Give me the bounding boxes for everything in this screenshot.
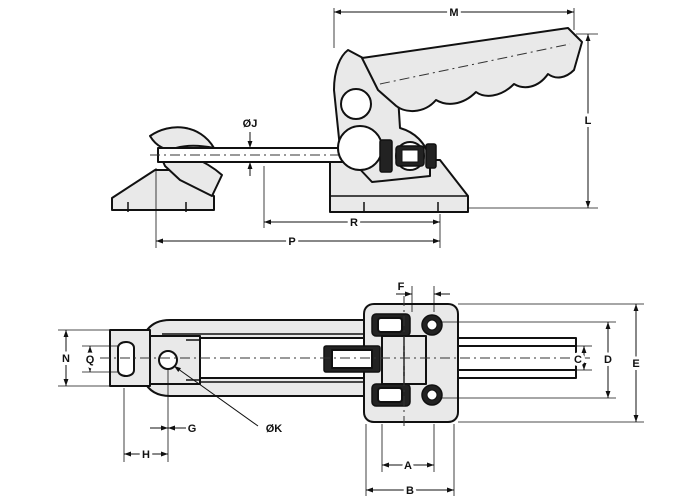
dim-label-r: R (350, 217, 358, 229)
side-pivot-hole-lower (337, 125, 383, 171)
dim-label-e: E (632, 358, 639, 370)
plan-view-dimensions: F N Q C D E G ØK H (58, 281, 644, 500)
dim-label-c: C (574, 354, 582, 366)
dim-label-q: Q (86, 354, 95, 366)
dim-label-l: L (585, 115, 592, 127)
dim-label-d: D (604, 354, 612, 366)
dim-label-b: B (406, 485, 414, 497)
dim-label-j: ØJ (243, 118, 258, 130)
dim-label-p: P (288, 236, 295, 248)
dim-label-f: F (398, 281, 405, 293)
side-handle (361, 27, 583, 112)
dim-label-n: N (62, 353, 70, 365)
plan-view (100, 296, 590, 430)
dim-label-k: ØK (266, 423, 283, 435)
dim-label-h: H (142, 449, 150, 461)
side-pivot-hole-upper (340, 88, 372, 120)
side-hook-tip (149, 126, 215, 151)
dim-label-g: G (188, 423, 197, 435)
dim-label-m: M (449, 7, 458, 19)
plan-pin-hole (158, 350, 178, 370)
side-adjusting-nut (379, 139, 393, 173)
dim-label-a: A (404, 460, 412, 472)
side-view (111, 27, 583, 213)
side-view-dimensions: M L ØJ R P (155, 4, 598, 251)
